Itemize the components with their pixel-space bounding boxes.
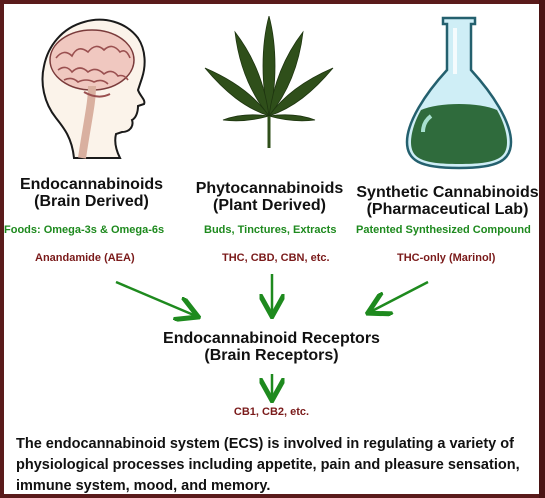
arrow-right — [370, 282, 428, 312]
ecs-description: The endocannabinoid system (ECS) is invo… — [16, 434, 536, 497]
receptors-block: Endocannabinoid Receptors (Brain Recepto… — [4, 330, 539, 364]
receptors-examples: CB1, CB2, etc. — [4, 406, 539, 418]
flow-arrows — [4, 4, 539, 494]
receptors-subtitle: (Brain Receptors) — [4, 347, 539, 364]
diagram-canvas: Endocannabinoids (Brain Derived) Foods: … — [4, 4, 539, 494]
receptors-title: Endocannabinoid Receptors — [4, 330, 539, 347]
arrow-left — [116, 282, 196, 316]
scrollbar[interactable] — [539, 0, 545, 498]
